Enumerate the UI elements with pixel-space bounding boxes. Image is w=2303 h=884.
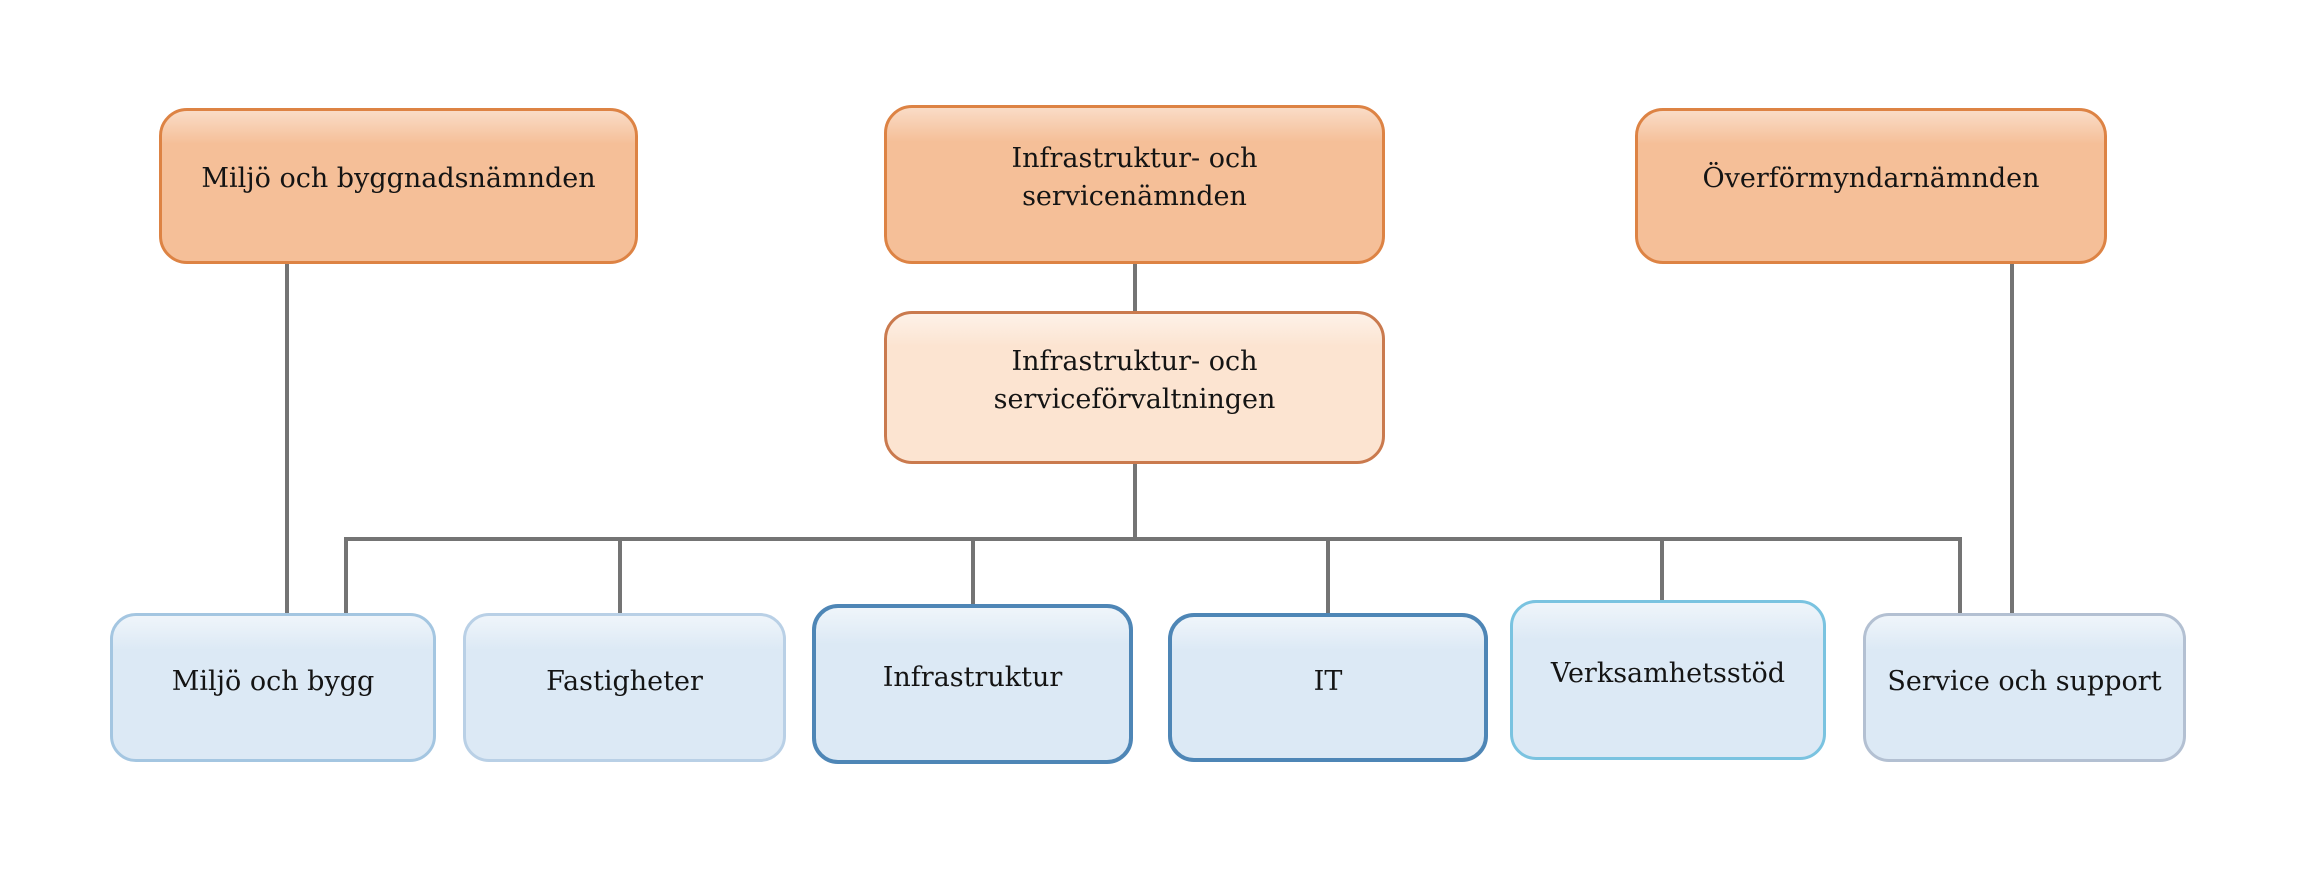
node-label: Fastigheter	[546, 665, 703, 697]
node-label: Miljö och byggnadsnämnden	[201, 163, 596, 195]
connector-line	[618, 537, 622, 615]
node-service-och-support: Service och support	[1863, 613, 2186, 762]
node-label: Service och support	[1887, 665, 2162, 697]
connector-line	[1133, 462, 1137, 539]
node-label: Miljö och bygg	[171, 665, 375, 697]
node-verksamhetsstod: Verksamhetsstöd	[1510, 600, 1826, 760]
node-it: IT	[1168, 613, 1488, 762]
connector-line	[2010, 262, 2014, 614]
node-miljo-och-bygg: Miljö och bygg	[110, 613, 436, 762]
node-miljo-och-byggnadsnamnden: Miljö och byggnadsnämnden	[159, 108, 638, 264]
node-overformyndarnamnden: Överförmyndarnämnden	[1635, 108, 2107, 264]
node-infrastruktur-och-serviceforvaltningen: Infrastruktur- och serviceförvaltningen	[884, 311, 1385, 464]
node-fastigheter: Fastigheter	[463, 613, 786, 762]
connector-line	[285, 262, 289, 614]
node-label: IT	[1313, 665, 1343, 697]
connector-line	[1133, 262, 1137, 313]
node-label: Verksamhetsstöd	[1550, 658, 1786, 690]
connector-line	[1958, 537, 1962, 615]
node-label: Infrastruktur- och serviceförvaltningen	[993, 345, 1276, 415]
connector-line	[344, 537, 1962, 541]
node-label: Infrastruktur	[882, 662, 1063, 694]
node-label: Infrastruktur- och servicenämnden	[1011, 142, 1258, 212]
connector-line	[1660, 537, 1664, 603]
node-infrastruktur-och-servicenamnden: Infrastruktur- och servicenämnden	[884, 105, 1385, 264]
connector-line	[971, 537, 975, 607]
connector-line	[344, 537, 348, 615]
node-label: Överförmyndarnämnden	[1702, 163, 2040, 195]
node-infrastruktur: Infrastruktur	[812, 604, 1133, 764]
connector-line	[1326, 537, 1330, 615]
